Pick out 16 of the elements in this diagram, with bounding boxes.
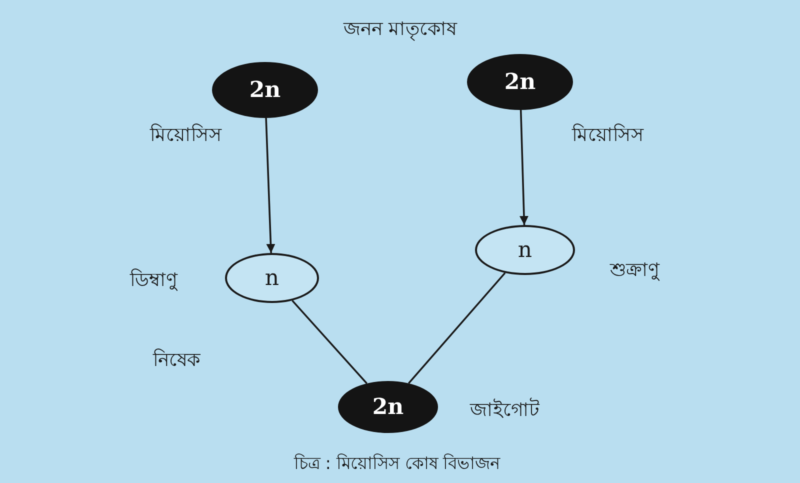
process-label: মিয়োসিস [572, 122, 644, 148]
chromosome-number: 2n [372, 394, 404, 420]
chromosome-number: n [518, 238, 532, 262]
process-label: নিষেক [153, 348, 200, 373]
connector-line [408, 272, 506, 384]
cell-name: জাইগোট [470, 396, 539, 423]
chromosome-number: 2n [504, 69, 536, 95]
arrow [265, 118, 276, 254]
cell-name: শুক্রাণু [610, 258, 659, 283]
process-label: মিয়োসিস [150, 122, 222, 148]
chromosome-number: 2n [249, 77, 281, 103]
chromosome-number: n [264, 266, 280, 290]
diagram-title: জনন মাতৃকোষ [343, 17, 457, 43]
caption: চিত্র : মিয়োসিস কোষ বিভাজন [294, 452, 500, 476]
cell-name: ডিম্বাণু [130, 268, 177, 293]
arrow [520, 110, 528, 226]
